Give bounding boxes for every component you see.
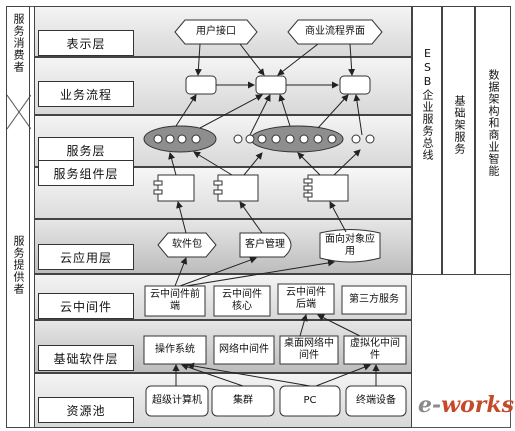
terminal-text: 终端设备 <box>356 395 396 406</box>
layer-label-cloud-middleware: 云中间件 <box>38 293 134 319</box>
software-package-text: 软件包 <box>172 239 202 250</box>
base-service-label: 基础架服务 <box>453 95 466 155</box>
mw-frontend-text: 云中间件前端 <box>150 289 200 312</box>
software-package-shape <box>157 232 217 258</box>
mw-core-box <box>213 285 271 317</box>
supercomputer-text: 超级计算机 <box>152 395 202 406</box>
esb-label: ESB企业服务总线 <box>421 47 434 161</box>
os-text: 操作系统 <box>155 344 195 355</box>
third-party-box <box>341 285 407 315</box>
layer-label-business-process: 业务流程 <box>38 81 134 107</box>
layer-label-base-software: 基础软件层 <box>38 345 134 371</box>
ui-to-step1 <box>194 43 202 76</box>
service-consumer-label: 服务消费者 <box>12 13 25 73</box>
oo-app-text: 面向对象应用 <box>325 234 375 257</box>
layer-label-resource-pool: 资源池 <box>38 397 134 423</box>
consumer-provider-divider <box>7 94 31 130</box>
customer-mgmt-text: 客户管理 <box>245 239 285 250</box>
base-service-column: 基础架服务 <box>442 6 475 275</box>
third-party-text: 第三方服务 <box>349 294 399 305</box>
network-mw-text: 网络中间件 <box>219 344 269 355</box>
service-provider-label: 服务提供者 <box>12 235 25 295</box>
mw-backend-box <box>277 283 335 315</box>
mw-core-text: 云中间件核心 <box>222 289 262 312</box>
eworks-logo: e-works <box>418 392 514 418</box>
cluster-text: 集群 <box>233 395 253 406</box>
layer-label-presentation: 表示层 <box>38 30 134 56</box>
process-step-1 <box>185 75 217 95</box>
business-flow-ui-text: 商业流程界面 <box>305 26 365 37</box>
network-mw-box <box>213 335 275 365</box>
data-bi-column: 数据架构和商业智能 <box>475 6 511 275</box>
mw-backend-text: 云中间件后端 <box>286 287 326 310</box>
esb-column: ESB企业服务总线 <box>412 6 442 275</box>
layer-label-service: 服务层 <box>38 137 134 163</box>
left-role-column: 服务消费者 服务提供者 <box>6 6 31 428</box>
process-step-2 <box>255 75 287 95</box>
virtualization-mw-text: 虚拟化中间件 <box>350 338 400 361</box>
data-bi-label: 数据架构和商业智能 <box>487 69 500 177</box>
component-1 <box>157 174 195 202</box>
supercomputer-box <box>145 385 209 417</box>
business-flow-ui-shape <box>287 19 383 45</box>
pc-text: PC <box>303 395 317 406</box>
layer-label-service-component: 服务组件层 <box>38 160 134 186</box>
ui-to-step2 <box>239 43 265 76</box>
user-interface-shape <box>174 19 258 45</box>
os-box <box>143 335 207 365</box>
component-2 <box>217 174 259 202</box>
process-step-3 <box>339 75 371 95</box>
customer-mgmt-shape <box>239 232 292 258</box>
desktop-network-mw-box <box>279 335 339 365</box>
desktop-network-mw-text: 桌面网络中间件 <box>284 338 334 361</box>
component-3 <box>307 174 349 202</box>
user-interface-text: 用户接口 <box>196 26 236 37</box>
bui-to-step3 <box>348 43 356 76</box>
layer-label-cloud-app: 云应用层 <box>38 244 134 270</box>
bui-to-step2 <box>277 43 319 76</box>
